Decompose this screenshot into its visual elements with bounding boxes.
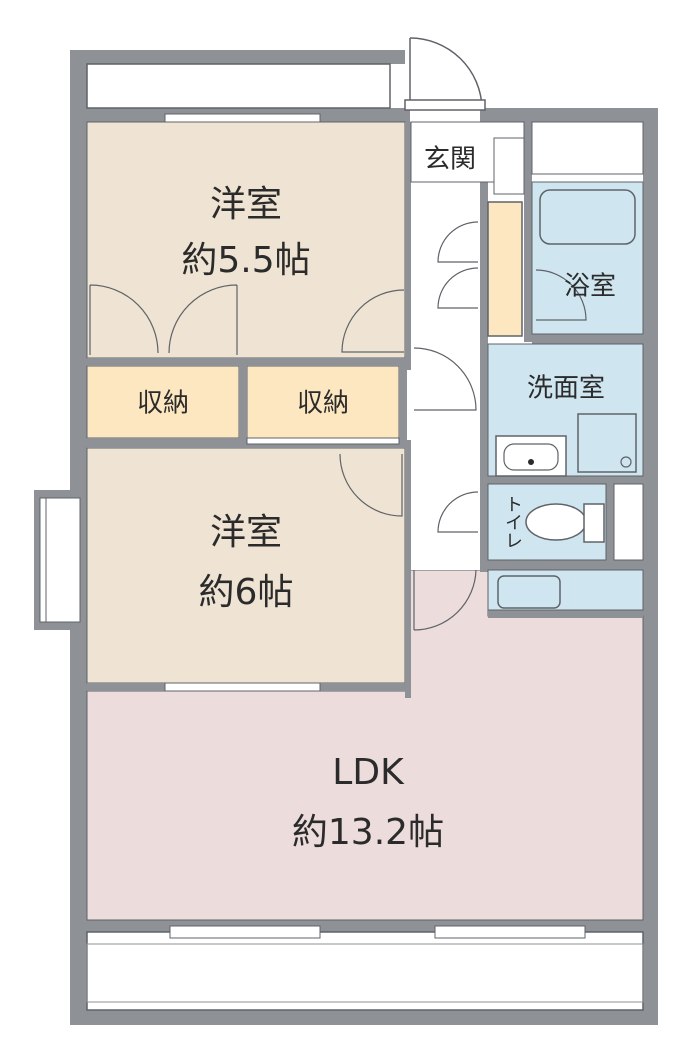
- north-balcony: [86, 63, 391, 109]
- toilet-tank: [583, 503, 605, 543]
- drain: [528, 459, 534, 465]
- washbasin-bowl: [503, 443, 559, 471]
- door-swings: [89, 221, 587, 631]
- corridor: [411, 182, 480, 570]
- kitchen-sink: [497, 575, 561, 609]
- washroom-label: 洗面室: [527, 374, 605, 404]
- toilet-side-storage: [613, 483, 644, 561]
- corridor-closet: [487, 201, 523, 337]
- toilet-bowl: [525, 503, 587, 541]
- balcony-rail: [86, 943, 644, 1003]
- ldk-size: 約13.2帖: [292, 812, 444, 853]
- windows: [164, 113, 586, 939]
- bathroom-label: 浴室: [564, 272, 616, 302]
- western-room-2-name: 洋室: [210, 512, 282, 553]
- western-room-1-size: 約5.5帖: [181, 240, 310, 281]
- bay-window: [34, 490, 81, 630]
- ldk-name: LDK: [332, 752, 405, 793]
- bathtub: [539, 189, 636, 245]
- toilet-label: トイレ: [502, 495, 523, 549]
- storage-1-label: 収納: [137, 389, 189, 419]
- south-balcony: [86, 931, 644, 1011]
- western-room-2: [86, 447, 406, 684]
- washing-machine-pan: [577, 413, 637, 473]
- entrance-label: 玄関: [424, 145, 476, 175]
- storage-2-label: 収納: [297, 389, 349, 419]
- western-room-1-name: 洋室: [210, 184, 282, 225]
- entrance-storage: [531, 121, 644, 175]
- entrance-door: [404, 37, 486, 111]
- washing-drain: [620, 456, 632, 468]
- shoe-cabinet: [493, 137, 525, 195]
- western-room-2-size: 約6帖: [199, 572, 294, 613]
